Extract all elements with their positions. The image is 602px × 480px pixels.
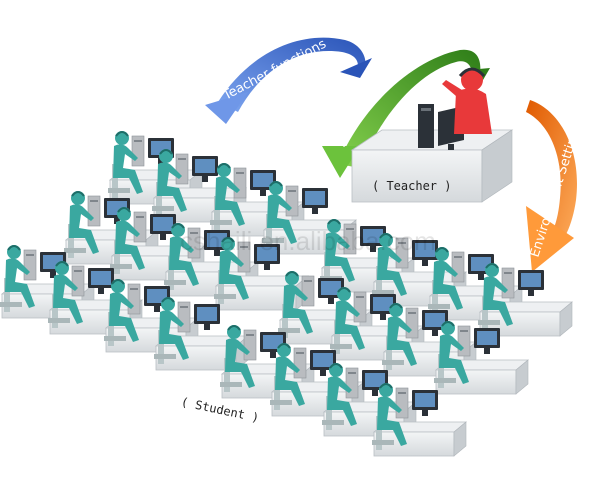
student-caption: ( Student ) (180, 395, 261, 425)
watermark: cshaili.en.alibaba.com (180, 226, 436, 256)
student-at-computer-icon (477, 262, 573, 337)
environment-settings-arrow: Environment Settings (526, 100, 585, 272)
teacher-functions-arrow: Teacher functions (205, 36, 372, 124)
teacher-caption: ( Teacher ) (372, 179, 451, 193)
teacher-station: ( Teacher ) (350, 67, 514, 204)
teacher-functions-label: Teacher functions (220, 36, 329, 104)
